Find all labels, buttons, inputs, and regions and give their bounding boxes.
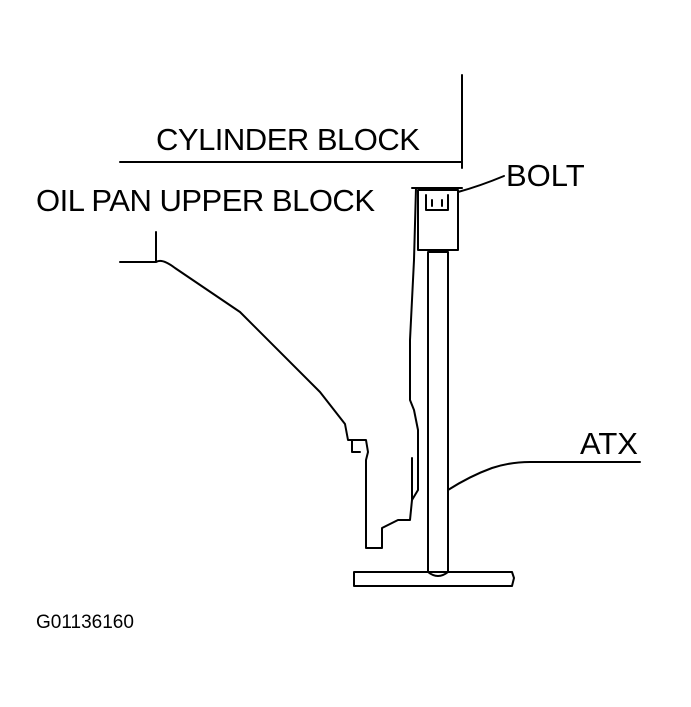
bolt-head-detail (425, 194, 449, 211)
oil-pan-side-wall (409, 187, 419, 501)
bolt-leader-line (457, 175, 505, 193)
atx-leader-line (447, 461, 641, 491)
bolt-label: BOLT (506, 158, 585, 193)
oil-pan-inner-step (351, 439, 361, 453)
cylinder-block-label: CYLINDER BLOCK (156, 122, 420, 157)
cylinder-block-outline (119, 74, 463, 169)
oil-pan-upper-block-label: OIL PAN UPPER BLOCK (36, 183, 375, 218)
atx-label: ATX (580, 426, 638, 461)
atx-tool-base (353, 571, 515, 587)
bolt-shank (427, 251, 449, 573)
bolt-head (417, 189, 459, 251)
oil-pan-upper-block-outline (119, 231, 413, 549)
atx-tool-joint (427, 571, 449, 577)
figure-id: G01136160 (36, 612, 134, 633)
